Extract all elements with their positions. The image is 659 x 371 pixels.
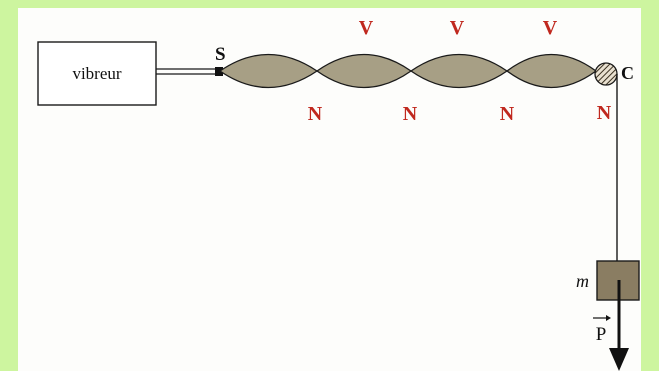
wave-loop-3 (409, 53, 509, 89)
standing-wave (218, 53, 598, 89)
antinode-label: V (543, 17, 558, 39)
wave-loop-2 (315, 53, 413, 89)
node-label: N (500, 103, 515, 125)
vibrator-rod (156, 68, 218, 75)
wave-loop-1 (218, 53, 319, 89)
mass-label: m (576, 271, 589, 291)
pulley-label: C (621, 63, 634, 83)
vibrator-label: vibreur (72, 64, 121, 83)
weight-arrow (609, 280, 629, 371)
weight-label: P (596, 324, 607, 345)
pulley (594, 62, 618, 86)
antinode-label: V (359, 17, 374, 39)
node-label: N (597, 102, 612, 124)
node-label: N (308, 103, 323, 125)
source-label: S (215, 44, 226, 65)
vibrator (37, 41, 157, 106)
wave-loop-4 (505, 53, 598, 89)
antinode-label: V (450, 17, 465, 39)
source-point (215, 67, 223, 76)
vector-arrow-icon (593, 315, 611, 321)
node-label: N (403, 103, 418, 125)
